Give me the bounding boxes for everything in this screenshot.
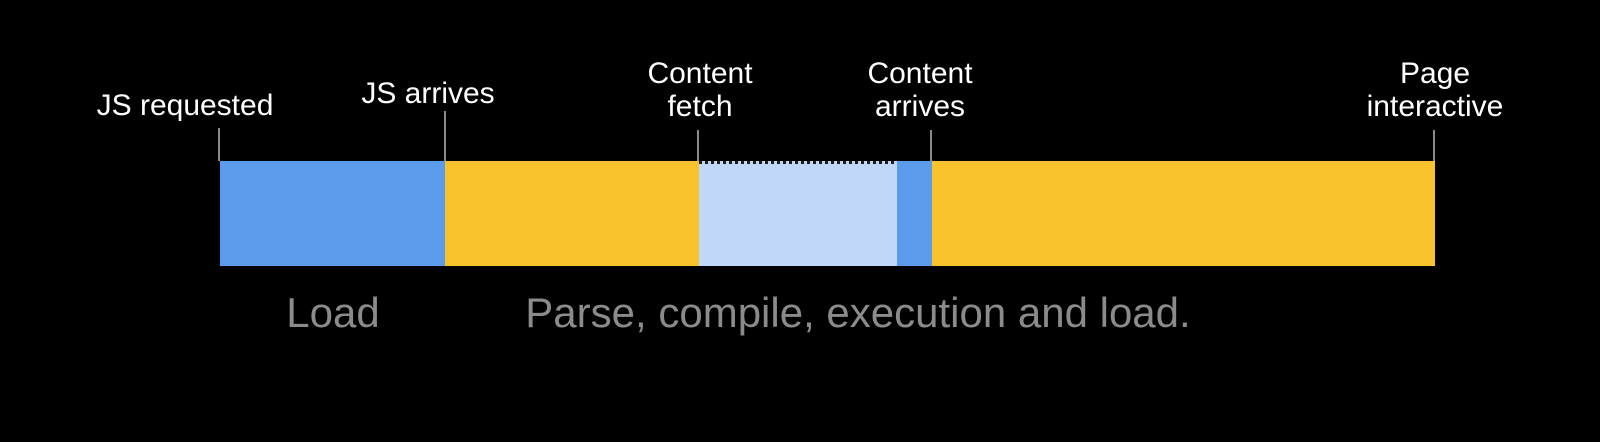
- phase-label-load: Load: [286, 289, 380, 336]
- segment-js-download: [220, 161, 445, 266]
- tick-js-requested: [218, 128, 220, 161]
- segment-content-arrive: [897, 161, 932, 266]
- milestone-label-content-arrives: Content arrives: [867, 57, 973, 123]
- timeline-bar: [220, 161, 1435, 266]
- phase-label-parse: Parse, compile, execution and load.: [525, 289, 1191, 336]
- tick-content-fetch: [697, 130, 699, 161]
- segment-content-fetch: [699, 161, 897, 266]
- segment-parse-compile-1: [445, 161, 699, 266]
- tick-content-arrives: [930, 130, 932, 161]
- segment-parse-compile-2: [932, 161, 1435, 266]
- tick-page-interactive: [1433, 130, 1435, 161]
- milestone-label-page-interactive: Page interactive: [1366, 57, 1504, 123]
- milestone-label-js-arrives: JS arrives: [361, 77, 495, 110]
- milestone-label-js-requested: JS requested: [96, 89, 274, 122]
- tick-js-arrives: [444, 111, 446, 161]
- milestone-label-content-fetch: Content fetch: [647, 57, 753, 123]
